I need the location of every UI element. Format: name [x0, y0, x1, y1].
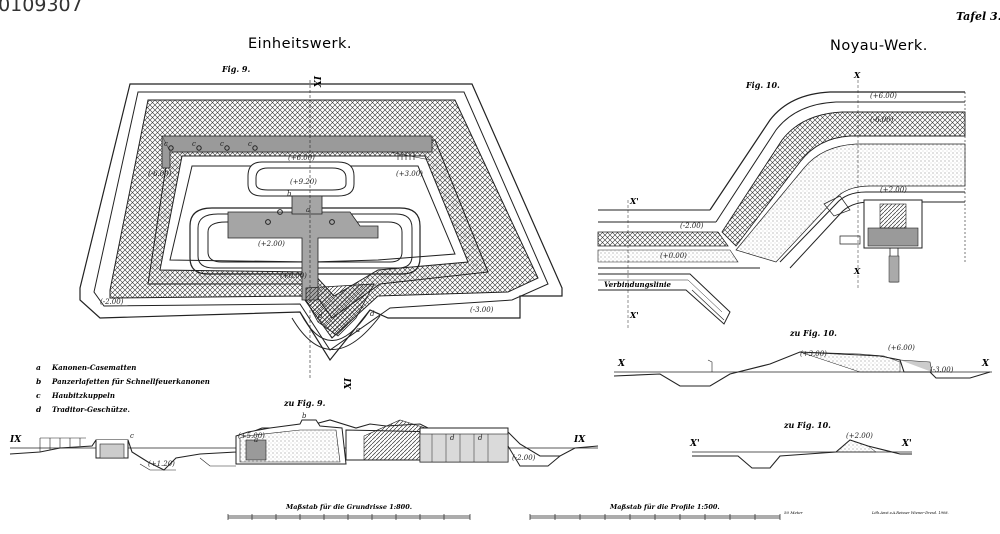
section-x2-right: X' — [901, 439, 912, 449]
legend-key-b: b — [36, 377, 41, 386]
prof-cote-1: (+5.00) — [238, 432, 265, 440]
legend-key-a: a — [36, 363, 41, 372]
scale-bar-plan — [227, 514, 471, 520]
fig9-label: Fig. 9. — [221, 64, 250, 74]
prof-label-b: b — [302, 412, 307, 420]
scale-profile-unit: 50 Meter — [784, 510, 804, 515]
title-noyau-werk: Noyau-Werk. — [830, 38, 928, 54]
fig10-plan — [597, 80, 966, 330]
r-plan-cote-1: (+6.00) — [870, 92, 897, 100]
plan-cote-6: (+3.00) — [396, 170, 423, 178]
plan-label-a2: a — [356, 326, 360, 334]
printer-credit: Lith.Anst.v.A.Reisser Wiener-Dresd. 1908… — [871, 511, 949, 515]
section-ix-right: IX — [573, 435, 586, 445]
fig9-profile — [9, 419, 599, 471]
rprof-cote-2: (+6.00) — [888, 344, 915, 352]
zu-fig9-label: zu Fig. 9. — [283, 398, 326, 408]
fig10-label: Fig. 10. — [745, 80, 780, 90]
legend-text-c: Haubitzkuppeln — [51, 391, 115, 400]
fig9-plan — [79, 80, 563, 380]
fig10-profile-x — [613, 351, 992, 387]
plan-cote-1: (+6.00) — [288, 154, 315, 162]
rprof2-cote: (+2.00) — [846, 432, 873, 440]
archive-id: 00109307 — [0, 0, 83, 16]
section-x2-left: X' — [689, 439, 700, 449]
zu-fig10-b-label: zu Fig. 10. — [783, 420, 831, 430]
legend-text-d: Traditor-Geschütze. — [52, 405, 130, 414]
section-x2-top: X' — [629, 196, 639, 206]
plan-label-a1: a — [306, 206, 310, 214]
plan-cote-7: (+0.00) — [280, 272, 307, 280]
plan-label-b1: b — [287, 190, 292, 198]
plan-cote-4: (-2.00) — [100, 298, 124, 306]
section-x2-bottom: X' — [629, 310, 639, 320]
zu-fig10-a-label: zu Fig. 10. — [789, 328, 837, 338]
rprof-cote-3: (-3.00) — [930, 366, 954, 374]
plate-label: Tafel 3. — [956, 10, 1000, 23]
title-einheitswerk: Einheitswerk. — [248, 36, 352, 52]
plan-label-d2: d — [370, 310, 375, 318]
plan-label-c4: c — [248, 140, 252, 148]
prof-cote-3: (-2.00) — [512, 454, 536, 462]
prof-label-c: c — [130, 432, 134, 440]
plan-cote-8: (-3.00) — [470, 306, 494, 314]
plan-cote-2: (+9.20) — [290, 178, 317, 186]
prof-label-a: a — [254, 436, 258, 444]
plan-cote-3: (+2.00) — [258, 240, 285, 248]
prof-label-d2: d — [478, 434, 483, 442]
prof-label-d1: d — [450, 434, 455, 442]
section-x-top: X — [853, 70, 861, 80]
legend-key-c: c — [36, 391, 41, 400]
fig10-profile-x2 — [692, 439, 912, 469]
plan-label-c3: c — [220, 140, 224, 148]
r-plan-cote-4: (+0.00) — [660, 252, 687, 260]
legend-text-a: Kanonen-Casematten — [51, 363, 136, 372]
scale-profile-label: Maßstab für die Profile 1:500. — [609, 503, 720, 511]
plan-label-c1: c — [164, 140, 168, 148]
section-x-right: X — [981, 359, 990, 369]
plan-label-d1: d — [318, 312, 323, 320]
section-x-left: X — [617, 359, 626, 369]
plan-label-c2: c — [192, 140, 196, 148]
r-plan-cote-3: (-2.00) — [680, 222, 704, 230]
scale-plan-label: Maßstab für die Grundrisse 1:800. — [285, 503, 412, 511]
scale-bar-profile — [529, 514, 781, 520]
section-ix-bottom: IX — [341, 377, 351, 390]
section-ix-top: IX — [311, 75, 321, 88]
r-plan-cote-2: (-6.00) — [870, 116, 894, 124]
rprof-cote-1: (+3.00) — [800, 350, 827, 358]
section-ix-left: IX — [9, 435, 22, 445]
legend: a Kanonen-Casematten b Panzerlafetten fü… — [36, 363, 210, 414]
plan-cote-5: (-6.00) — [148, 170, 172, 178]
legend-text-b: Panzerlafetten für Schnellfeuerkanonen — [51, 377, 210, 386]
section-x-bottom: X — [853, 266, 861, 276]
verbindungslinie-label: Verbindungslinie — [604, 280, 672, 289]
prof-cote-2: (+1.20) — [148, 460, 175, 468]
legend-key-d: d — [36, 405, 42, 414]
r-plan-cote-5: (+2.00) — [880, 186, 907, 194]
